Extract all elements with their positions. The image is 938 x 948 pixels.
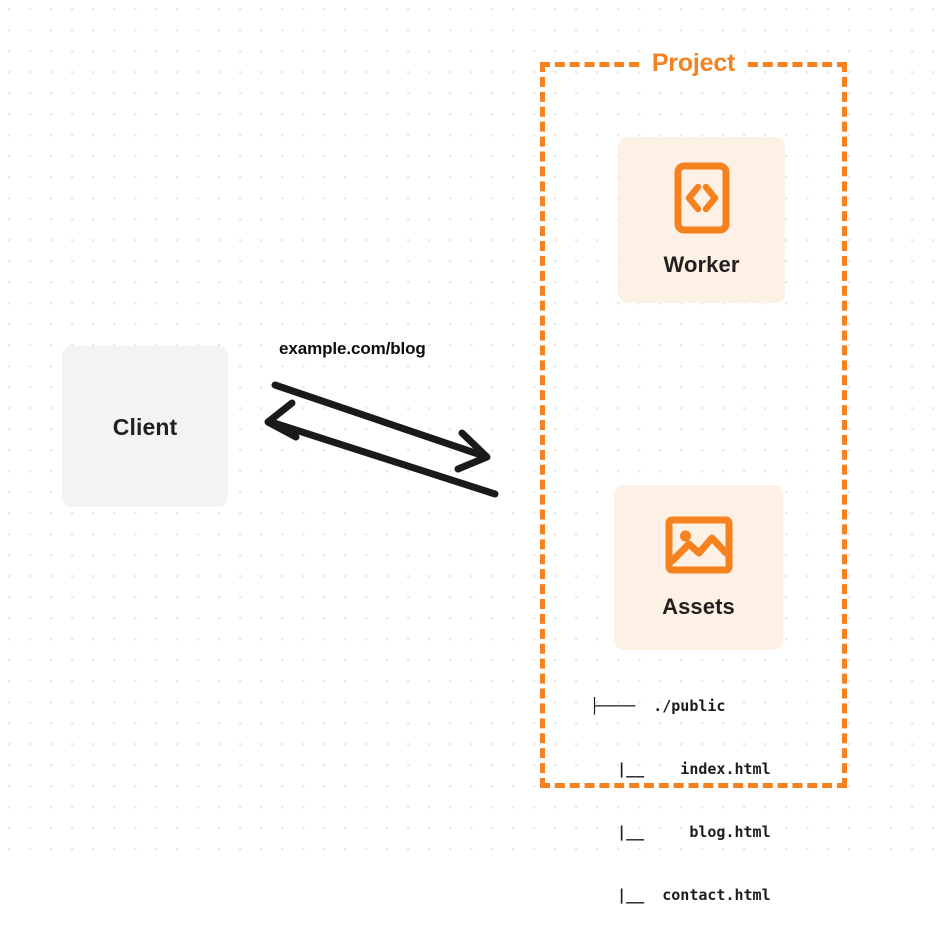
- code-brackets-icon: [674, 162, 730, 234]
- file-tree-row-index: |__ index.html: [590, 760, 771, 778]
- node-client-label: Client: [112, 413, 178, 440]
- project-group-container: Project Worker Assets: [540, 46, 847, 904]
- file-tree-row-blog: |__ blog.html: [590, 823, 771, 841]
- node-client[interactable]: Client: [62, 346, 228, 507]
- node-worker-label: Worker: [663, 252, 740, 277]
- assets-file-tree: ├──── ./public |__ index.html |__ blog.h…: [590, 654, 840, 948]
- response-arrow: [264, 399, 499, 498]
- image-icon: [665, 516, 733, 574]
- node-assets-label: Assets: [662, 593, 735, 619]
- connector-label-request: example.com/blog: [279, 339, 426, 358]
- node-worker[interactable]: Worker: [618, 137, 785, 303]
- request-arrow: [271, 381, 491, 473]
- file-tree-row-contact: |__ contact.html: [590, 886, 771, 904]
- project-group-label: Project: [642, 46, 745, 80]
- node-assets[interactable]: Assets: [614, 485, 783, 650]
- diagram-canvas: Project Worker Assets: [0, 0, 938, 904]
- file-tree-row-root: ├──── ./public: [590, 697, 726, 715]
